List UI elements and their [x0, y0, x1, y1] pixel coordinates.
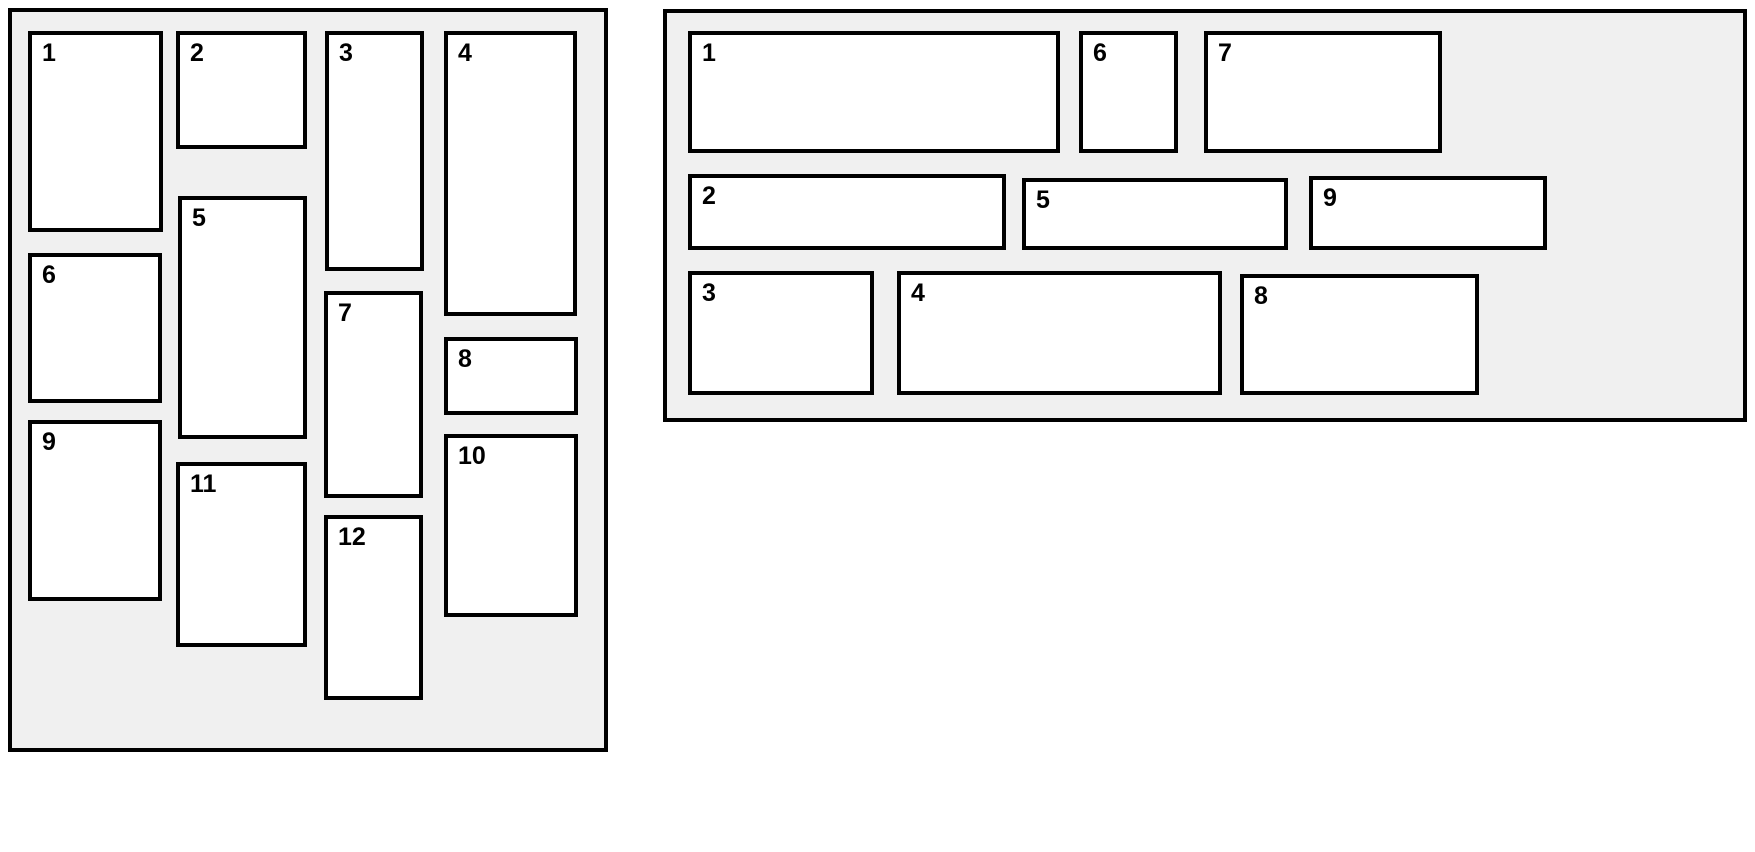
region-label: 2	[190, 39, 204, 67]
region-label: 1	[702, 39, 716, 67]
region-box-1[interactable]: 1	[28, 31, 163, 232]
region-label: 6	[42, 261, 56, 289]
region-box-8[interactable]: 8	[1240, 274, 1479, 395]
region-box-7[interactable]: 7	[324, 291, 423, 498]
region-label: 4	[458, 39, 472, 67]
region-label: 8	[1254, 282, 1268, 310]
region-label: 1	[42, 39, 56, 67]
region-label: 3	[339, 39, 353, 67]
region-label: 12	[338, 523, 366, 551]
right-layout-panel: 1 2 3 4 5 6 7 8 9	[663, 9, 1747, 422]
region-label: 2	[702, 182, 716, 210]
region-label: 11	[190, 470, 217, 498]
region-label: 6	[1093, 39, 1107, 67]
region-box-2[interactable]: 2	[688, 174, 1006, 250]
region-box-6[interactable]: 6	[28, 253, 162, 403]
region-label: 5	[192, 204, 206, 232]
region-box-5[interactable]: 5	[178, 196, 307, 439]
region-label: 3	[702, 279, 716, 307]
region-box-10[interactable]: 10	[444, 434, 578, 617]
region-box-9[interactable]: 9	[1309, 176, 1547, 250]
region-label: 9	[42, 428, 56, 456]
region-box-3[interactable]: 3	[325, 31, 424, 271]
region-box-4[interactable]: 4	[897, 271, 1222, 395]
region-box-11[interactable]: 11	[176, 462, 307, 647]
region-box-7[interactable]: 7	[1204, 31, 1442, 153]
region-label: 4	[911, 279, 925, 307]
region-box-6[interactable]: 6	[1079, 31, 1178, 153]
region-box-2[interactable]: 2	[176, 31, 307, 149]
region-label: 7	[338, 299, 352, 327]
region-box-9[interactable]: 9	[28, 420, 162, 601]
region-box-1[interactable]: 1	[688, 31, 1060, 153]
region-box-8[interactable]: 8	[444, 337, 578, 415]
region-label: 7	[1218, 39, 1232, 67]
region-label: 10	[458, 442, 486, 470]
region-label: 5	[1036, 186, 1050, 214]
region-label: 9	[1323, 184, 1337, 212]
region-box-4[interactable]: 4	[444, 31, 577, 316]
region-box-12[interactable]: 12	[324, 515, 423, 700]
region-box-3[interactable]: 3	[688, 271, 874, 395]
region-label: 8	[458, 345, 472, 373]
region-box-5[interactable]: 5	[1022, 178, 1288, 250]
